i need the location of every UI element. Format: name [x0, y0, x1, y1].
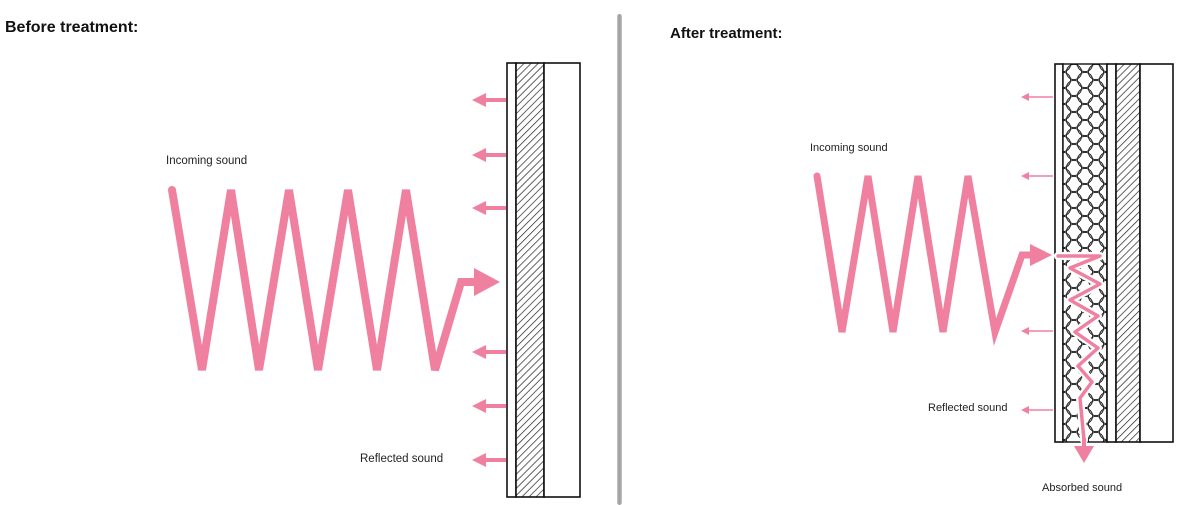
after-absorbed-sound-label: Absorbed sound — [1042, 482, 1123, 494]
before-incoming-arrow-icon — [474, 268, 500, 296]
absorbed-wave-path — [1056, 254, 1102, 442]
after-reflection-arrows — [1021, 93, 1053, 414]
reflection-arrow-icon — [472, 345, 506, 359]
before-treatment-title: Before treatment: — [5, 19, 139, 36]
after-wall — [1054, 63, 1174, 443]
reflection-arrow-icon — [1021, 327, 1053, 335]
before-wall — [506, 62, 581, 498]
reflection-arrow-icon — [472, 148, 506, 162]
reflection-arrow-icon — [1021, 406, 1053, 414]
reflection-arrow-icon — [472, 399, 506, 413]
after-wall-solid-layer — [1139, 63, 1174, 443]
before-incoming-sound-label: Incoming sound — [166, 155, 248, 167]
after-incoming-wave — [813, 172, 1036, 346]
after-wall-hatched-layer — [1115, 63, 1141, 443]
before-reflection-arrows — [472, 93, 506, 467]
reflection-arrow-icon — [472, 453, 506, 467]
absorbed-arrow-icon — [1074, 446, 1094, 463]
before-incoming-wave — [168, 186, 478, 372]
before-reflected-sound-label: Reflected sound — [360, 453, 444, 465]
after-incoming-arrow-icon — [1030, 244, 1052, 266]
after-reflected-sound-label: Reflected sound — [928, 402, 1008, 414]
after-wall-thin-layer-2 — [1106, 63, 1117, 443]
before-wall-hatched-layer — [515, 62, 545, 498]
before-wall-thin-layer — [506, 62, 517, 498]
panel-divider — [617, 14, 622, 505]
before-wall-solid-layer — [543, 62, 581, 498]
reflection-arrow-icon — [472, 93, 506, 107]
reflection-arrow-icon — [472, 201, 506, 215]
after-incoming-sound-label: Incoming sound — [810, 142, 888, 154]
reflection-arrow-icon — [1021, 93, 1053, 101]
reflection-arrow-icon — [1021, 172, 1053, 180]
after-treatment-title: After treatment: — [670, 25, 783, 42]
